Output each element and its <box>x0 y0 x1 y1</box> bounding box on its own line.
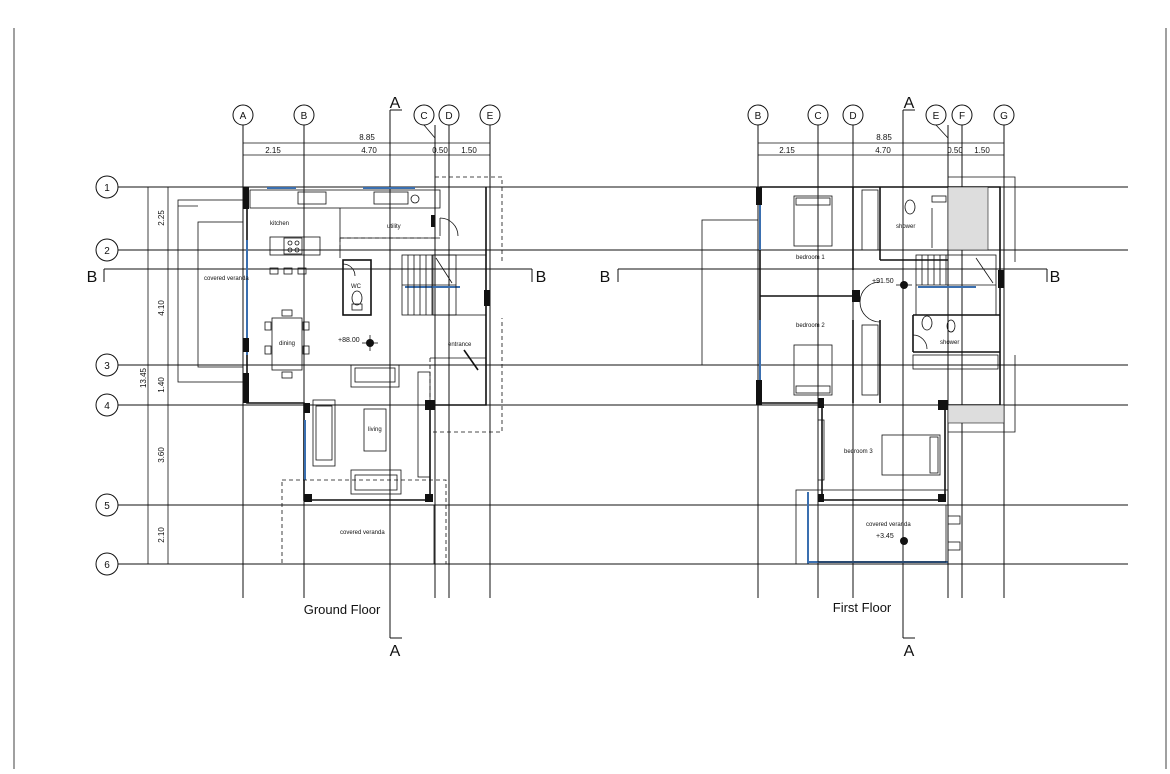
dim-v-seg-1: 2.25 <box>157 210 166 226</box>
room-label-shower2: shower <box>940 340 959 346</box>
grid-label-first-b: B <box>755 111 762 122</box>
level-ground: +88.00 <box>338 337 360 344</box>
grid-label-ground-d: D <box>445 111 452 122</box>
dim-seg-ground-3: 0.50 <box>432 146 448 155</box>
grid-bubble-5 <box>95 493 119 517</box>
dim-overall-vertical: 13.45 <box>139 367 148 388</box>
level-first-veranda: +3.45 <box>876 533 894 540</box>
dim-overall-ground: 8.85 <box>359 133 375 142</box>
grid-label-6: 6 <box>104 560 110 571</box>
room-label-bedroom1: bedroom 1 <box>796 255 825 261</box>
first-floor-plan: A A B C D E F G 8.85 2.15 4.70 0.50 1.50… <box>600 95 1061 660</box>
grid-bubble-first-d <box>842 104 864 126</box>
grid-bubble-ground-a <box>232 104 254 126</box>
room-label-first-veranda: covered veranda <box>866 522 911 528</box>
dim-overall-first: 8.85 <box>876 133 892 142</box>
level-first-hall: +91.50 <box>872 278 894 285</box>
grid-label-1: 1 <box>104 183 110 194</box>
room-label-side-veranda: covered veranda <box>204 276 249 282</box>
grid-label-2: 2 <box>104 246 110 257</box>
section-b-left-ground: B <box>87 269 98 286</box>
room-label-entrance: entrance <box>448 342 472 348</box>
ground-front-veranda <box>281 479 447 565</box>
grid-label-3: 3 <box>104 361 110 372</box>
grid-bubble-4 <box>95 393 119 417</box>
grid-label-4: 4 <box>104 401 110 412</box>
dim-seg-first-2: 4.70 <box>875 146 891 155</box>
grid-bubble-ground-e <box>479 104 501 126</box>
ground-floor-title: Ground Floor <box>304 602 381 617</box>
dim-v-seg-4: 3.60 <box>157 447 166 463</box>
section-b-right-ground: B <box>536 269 547 286</box>
grid-bubble-first-f <box>951 104 973 126</box>
section-b-right-first: B <box>1050 269 1061 286</box>
grid-bubble-ground-b <box>293 104 315 126</box>
room-label-kitchen: kitchen <box>270 221 289 227</box>
dim-seg-ground-1: 2.15 <box>265 146 281 155</box>
grid-label-ground-e: E <box>487 111 494 122</box>
grid-label-ground-b: B <box>301 111 308 122</box>
room-label-shower1: shower <box>896 224 915 230</box>
room-label-bedroom3: bedroom 3 <box>844 449 873 455</box>
grid-label-ground-a: A <box>240 111 247 122</box>
room-label-dining: dining <box>279 341 295 347</box>
room-label-utility: utility <box>387 224 401 230</box>
ground-floor-plan: A A A B C D E 8.85 2.15 4.70 0.50 1.50 B… <box>87 95 547 660</box>
section-b-left-first: B <box>600 269 611 286</box>
grid-bubble-ground-d <box>438 104 460 126</box>
grid-label-first-d: D <box>849 111 856 122</box>
section-a-top-ground: A <box>390 95 401 112</box>
grid-bubble-first-g <box>993 104 1015 126</box>
grid-label-first-c: C <box>814 111 821 122</box>
dim-seg-first-4: 1.50 <box>974 146 990 155</box>
dim-v-seg-5: 2.10 <box>157 527 166 543</box>
grid-bubble-6 <box>95 552 119 576</box>
ground-side-veranda <box>177 199 244 383</box>
grid-bubble-first-b <box>747 104 769 126</box>
dim-v-seg-3: 1.40 <box>157 377 166 393</box>
room-label-living: living <box>368 427 382 433</box>
grid-label-ground-c: C <box>420 111 427 122</box>
room-label-bedroom2: bedroom 2 <box>796 323 825 329</box>
grid-label-first-f: F <box>959 111 965 122</box>
grid-bubble-2 <box>95 238 119 262</box>
dim-seg-ground-2: 4.70 <box>361 146 377 155</box>
grid-label-first-g: G <box>1000 111 1008 122</box>
grid-label-first-e: E <box>933 111 940 122</box>
first-stairs <box>915 254 997 316</box>
grid-bubble-first-c <box>807 104 829 126</box>
first-floor-labels: bedroom 1 bedroom 2 bedroom 3 shower sho… <box>796 224 959 615</box>
vertical-dimensions: 13.45 2.25 4.10 1.40 3.60 2.10 <box>139 186 172 565</box>
room-label-wc: WC <box>351 284 362 290</box>
first-front-veranda <box>795 489 961 565</box>
first-floor-title: First Floor <box>833 600 892 615</box>
section-a-top-first: A <box>904 95 915 112</box>
dim-v-seg-2: 4.10 <box>157 300 166 316</box>
section-a-bottom-ground: A <box>390 643 401 660</box>
ground-stairs <box>401 254 457 316</box>
ground-floor-labels: kitchen utility WC dining entrance livin… <box>204 221 472 617</box>
section-a-bottom-first: A <box>904 643 915 660</box>
grid-bubble-3 <box>95 353 119 377</box>
dim-seg-first-3: 0.50 <box>947 146 963 155</box>
grid-row-bubbles: 1 2 3 4 5 6 <box>95 175 119 576</box>
grid-bubble-1 <box>95 175 119 199</box>
dim-seg-first-1: 2.15 <box>779 146 795 155</box>
dim-seg-ground-4: 1.50 <box>461 146 477 155</box>
grid-label-5: 5 <box>104 501 110 512</box>
room-label-front-veranda: covered veranda <box>340 530 385 536</box>
